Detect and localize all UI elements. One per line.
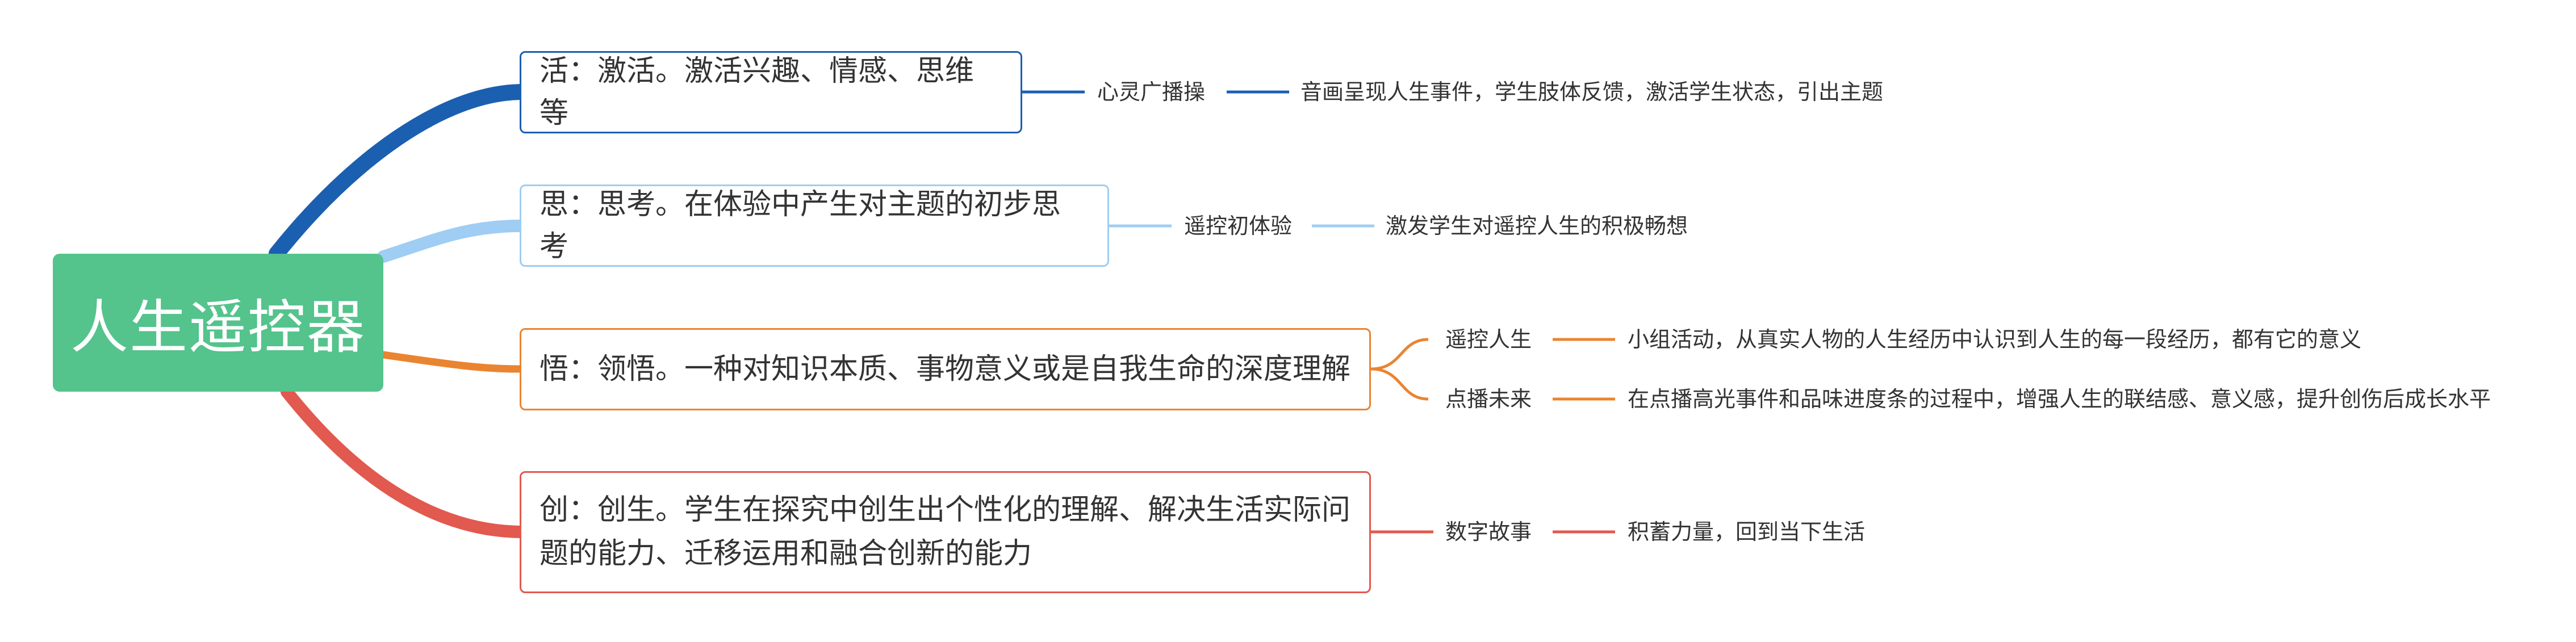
branch-chuang[interactable]: 创：创生。学生在探究中创生出个性化的理解、解决生活实际问 题的能力、迁移运用和融… xyxy=(520,471,1371,593)
wu-child-2-label[interactable]: 点播未来 xyxy=(1445,387,1532,412)
edge-root-chuang xyxy=(281,385,526,538)
root-topic[interactable]: 人生遥控器 xyxy=(53,254,383,392)
branch-chuang-line-1: 创：创生。学生在探究中创生出个性化的理解、解决生活实际问 xyxy=(540,493,1351,527)
si-child-detail[interactable]: 激发学生对遥控人生的积极畅想 xyxy=(1386,213,1688,238)
edge-root-si xyxy=(377,220,526,263)
branch-huo[interactable]: 活：激活。激活兴趣、情感、思维等 xyxy=(520,51,1022,133)
edge-root-huo xyxy=(269,84,528,262)
wu-child-2-detail[interactable]: 在点播高光事件和品味进度条的过程中，增强人生的联结感、意义感，提升创伤后成长水平 xyxy=(1628,387,2491,412)
edge-wu-fork xyxy=(1370,338,1429,401)
branch-wu-label: 悟：领悟。一种对知识本质、事物意义或是自我生命的深度理解 xyxy=(540,352,1351,386)
si-child-label[interactable]: 遥控初体验 xyxy=(1184,213,1293,238)
branch-chuang-line-2: 题的能力、迁移运用和融合创新的能力 xyxy=(540,536,1032,570)
branch-si[interactable]: 思：思考。在体验中产生对主题的初步思考 xyxy=(520,184,1109,267)
branch-wu[interactable]: 悟：领悟。一种对知识本质、事物意义或是自我生命的深度理解 xyxy=(520,328,1371,410)
huo-child-detail[interactable]: 音画呈现人生事件，学生肢体反馈，激活学生状态，引出主题 xyxy=(1300,79,1884,104)
wu-child-1-detail[interactable]: 小组活动，从真实人物的人生经历中认识到人生的每一段经历，都有它的意义 xyxy=(1628,327,2362,352)
branch-huo-label: 活：激活。激活兴趣、情感、思维等 xyxy=(540,54,975,130)
chuang-child-label[interactable]: 数字故事 xyxy=(1445,519,1532,544)
huo-child-label[interactable]: 心灵广播操 xyxy=(1097,79,1206,104)
wu-child-1-label[interactable]: 遥控人生 xyxy=(1445,327,1532,352)
edge-root-wu xyxy=(379,351,524,373)
chuang-child-detail[interactable]: 积蓄力量，回到当下生活 xyxy=(1628,519,1866,544)
branch-si-label: 思：思考。在体验中产生对主题的初步思考 xyxy=(540,187,1061,263)
branch-chuang-label: 创：创生。学生在探究中创生出个性化的理解、解决生活实际问 题的能力、迁移运用和融… xyxy=(540,489,1350,576)
